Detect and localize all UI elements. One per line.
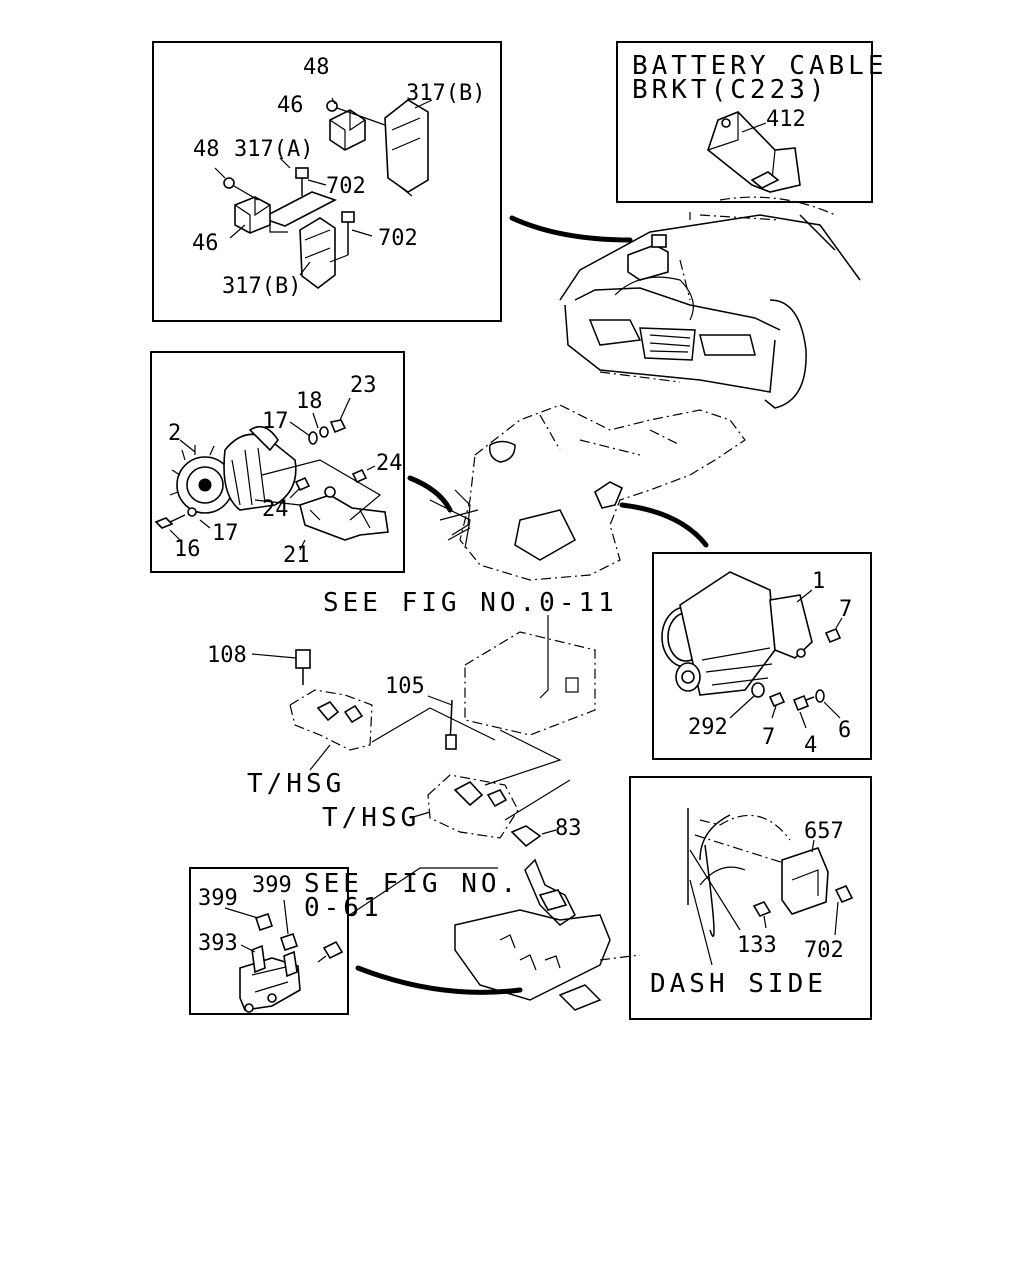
label-399-left: 399 [198, 886, 238, 911]
label-23: 23 [350, 373, 377, 398]
label-7-lower: 7 [762, 725, 775, 750]
label-133: 133 [737, 933, 777, 958]
label-657: 657 [804, 819, 844, 844]
callout-arc-starter [619, 502, 709, 548]
label-317b-upper: 317(B) [406, 81, 485, 106]
callout-arc-alternator [407, 475, 453, 513]
label-292: 292 [688, 715, 728, 740]
label-105: 105 [385, 674, 425, 699]
label-17-lower: 17 [212, 521, 239, 546]
label-7-upper: 7 [839, 597, 852, 622]
label-83: 83 [555, 816, 582, 841]
panel-starter: 1 7 292 7 4 6 [652, 552, 872, 760]
callout-arc-battery [509, 215, 633, 243]
panel-dash-side: 657 133 702 DASH SIDE [629, 776, 872, 1020]
panel-alternator: 23 18 17 2 24 24 17 16 21 [150, 351, 405, 573]
label-399-center: 399 [252, 873, 292, 898]
label-21: 21 [283, 543, 310, 568]
see-fig-0-61-line2: 0-61 [304, 893, 383, 923]
label-4: 4 [804, 733, 817, 758]
label-702-lower: 702 [378, 226, 418, 251]
vehicle-front [559, 196, 861, 409]
panel-relay-brackets: 48 46 317(B) 48 317(A) 702 46 702 317(B) [152, 41, 502, 322]
panel-mount: 399 399 393 SEE FIG NO. 0-61 [189, 867, 520, 1015]
label-thsg-upper: T/HSG [247, 769, 345, 799]
callout-arc-mount [355, 965, 523, 995]
label-393: 393 [198, 931, 238, 956]
label-108: 108 [207, 643, 247, 668]
label-702-upper: 702 [326, 174, 366, 199]
panel-battery-cable: BATTERY CABLE BRKT(C223) 412 [616, 41, 888, 203]
label-46-lower: 46 [192, 231, 219, 256]
label-24-center: 24 [262, 497, 289, 522]
dash-side-caption: DASH SIDE [650, 969, 827, 999]
label-48-lower: 48 [193, 137, 220, 162]
label-24-right: 24 [376, 451, 403, 476]
label-317a: 317(A) [234, 137, 313, 162]
label-412: 412 [766, 107, 806, 132]
label-48-upper: 48 [303, 55, 330, 80]
label-17-upper: 17 [262, 409, 289, 434]
label-317b-lower: 317(B) [222, 274, 301, 299]
label-18: 18 [296, 389, 323, 414]
engine-block [429, 404, 746, 581]
frame-crossmember [454, 858, 641, 1011]
label-2: 2 [168, 421, 181, 446]
battery-cable-title: BATTERY CABLE [632, 51, 888, 81]
label-6: 6 [838, 718, 851, 743]
label-thsg-lower: T/HSG [322, 803, 420, 833]
label-1: 1 [812, 569, 825, 594]
see-fig-0-61-line1: SEE FIG NO. [304, 869, 520, 899]
label-702-dash: 702 [804, 938, 844, 963]
see-fig-0-11: SEE FIG NO.0-11 [323, 588, 618, 618]
battery-cable-subtitle: BRKT(C223) [632, 75, 829, 105]
transmission-housings: 108 105 83 T/HSG T/HSG [207, 615, 596, 848]
label-46-upper: 46 [277, 93, 304, 118]
label-16: 16 [174, 537, 201, 562]
